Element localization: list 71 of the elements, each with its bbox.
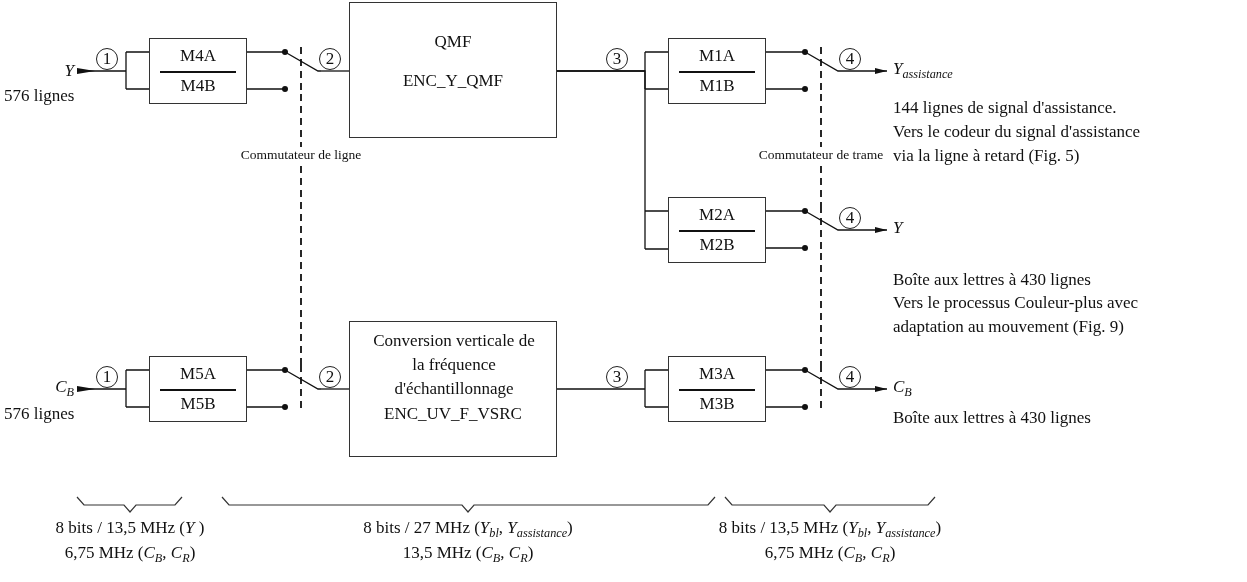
signal-label: C$_{B}$ [55,378,74,397]
connector [246,369,284,408]
box-code: ENC_UV_F_VSRC [383,405,523,424]
circled-number: 4 [839,366,861,388]
rate-label: 13,5 MHz (C$_{B}$, C$_{R}$) [401,543,535,564]
memory-box [149,356,247,422]
signal-label: Y$_{assistance}$ [893,60,953,79]
box-code: M1B [698,77,736,96]
edge-label: Commutateur de ligne [238,147,364,164]
memory-box [668,356,766,422]
linkage-line [820,93,822,207]
arrow [840,386,888,392]
signal-label: Y [893,219,903,238]
box-code: M3B [698,395,736,414]
connector [556,369,669,408]
circled-number: 2 [319,48,341,70]
circled-number: 1 [96,366,118,388]
note-text: 144 lignes de signal d'assistance. Vers le codeur du signal d'assistance via la ligne à retard (Fig. 5) [893,97,1142,167]
box-title: M5A [179,365,217,384]
box-code: M4B [179,77,217,96]
switch-symbol [281,365,321,412]
rate-label: 6,75 MHz (C$_{B}$, C$_{R}$) [763,543,897,564]
process-box [349,321,557,457]
box-title: M1A [698,47,736,66]
connector [320,70,350,72]
note-text: Boîte aux lettres à 430 lignes [893,269,1092,291]
arrow [76,51,150,90]
box-title: M3A [698,365,736,384]
rate-label: 6,75 MHz (C$_{B}$, C$_{R}$) [63,543,197,564]
note-text: 576 lignes [4,403,76,425]
note-text: Vers le processus Couleur-plus avec adaptation au mouvement (Fig. 9) [893,292,1140,338]
connector [320,388,350,390]
box-code: M5B [179,395,217,414]
rate-label: 8 bits / 27 MHz (Y$_{bl}$, Y$_{assistance}$) [362,518,574,539]
box-title: M4A [179,47,217,66]
process-box [349,2,557,138]
switch-symbol [281,47,321,94]
circled-number: 4 [839,48,861,70]
box-title: Conversion verticale de la fréquence d'échantillonnage [372,330,536,400]
box-code: ENC_Y_QMF [401,72,505,91]
connector [765,51,804,90]
memory-box [149,38,247,104]
signal-label: Y [64,62,74,81]
switch-symbol [801,365,841,412]
circled-number: 1 [96,48,118,70]
switch-symbol [801,47,841,94]
signal-label: C$_{B}$ [893,378,912,397]
connector [765,369,804,408]
note-text: Boîte aux lettres à 430 lignes [893,407,1092,429]
box-title: QMF [433,33,473,52]
connector [246,51,284,90]
box-code: M2B [698,236,736,255]
circled-number: 2 [319,366,341,388]
linkage-line [820,252,822,366]
circled-number: 4 [839,207,861,229]
box-title: M2A [698,206,736,225]
switch-symbol [801,206,841,253]
arrow [76,369,150,408]
arrow [840,68,888,74]
connector [556,70,669,250]
memory-box [668,197,766,263]
circled-number: 3 [606,366,628,388]
note-text: 576 lignes [4,85,76,107]
linkage-line [300,93,302,366]
memory-box [668,38,766,104]
connector [765,210,804,249]
edge-label: Commutateur de trame [756,147,886,164]
arrow [840,227,888,233]
rate-label: 8 bits / 13,5 MHz (Y$_{bl}$, Y$_{assistance}$) [717,518,943,539]
rate-label: 8 bits / 13,5 MHz (Y ) [54,518,206,539]
circled-number: 3 [606,48,628,70]
